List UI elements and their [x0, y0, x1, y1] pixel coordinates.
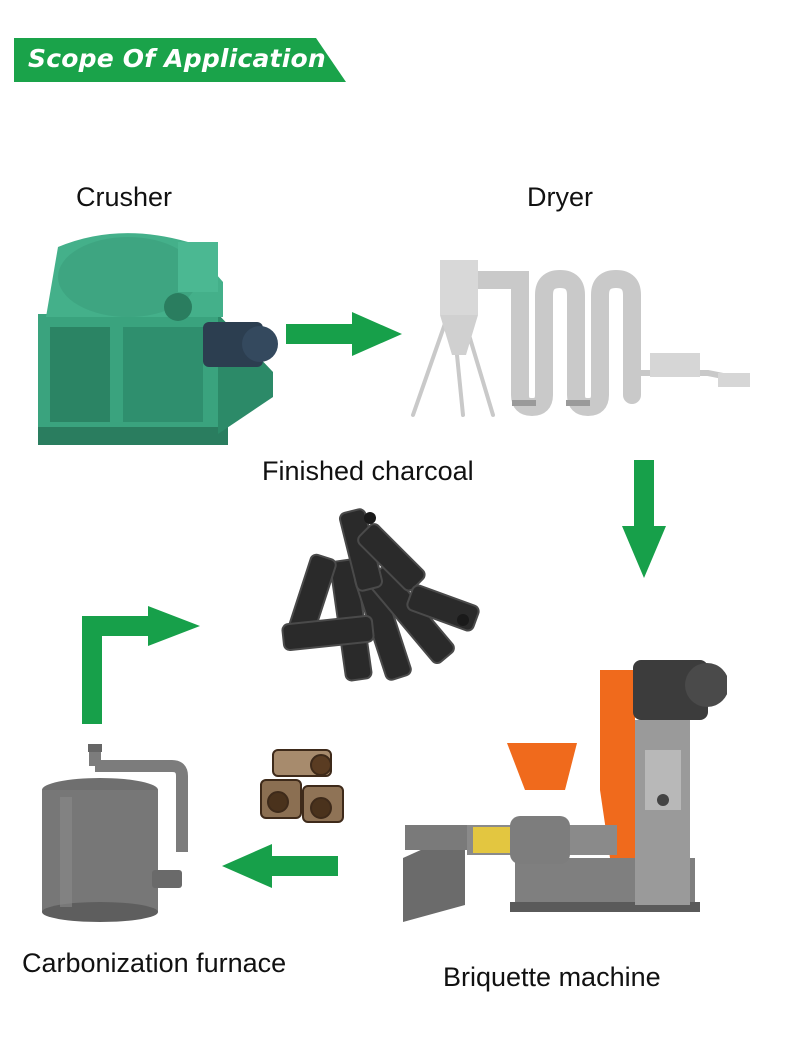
finished-charcoal-image: [281, 508, 480, 682]
label-finished-charcoal: Finished charcoal: [262, 456, 474, 486]
briquettes-image: [260, 749, 344, 823]
banner-shape: [14, 38, 346, 82]
arrow-left-icon: [222, 844, 338, 888]
carbonization-furnace-image: [42, 744, 188, 922]
crusher-machine-image: [38, 233, 278, 445]
label-crusher: Crusher: [76, 182, 173, 212]
arrow-up-right-icon: [82, 606, 200, 724]
label-carbonization-furnace: Carbonization furnace: [22, 948, 287, 978]
dryer-machine-image: [411, 260, 750, 417]
title-banner: Scope Of Application: [14, 38, 346, 82]
label-dryer: Dryer: [527, 182, 593, 212]
arrow-right-icon: [286, 312, 402, 356]
label-briquette-machine: Briquette machine: [443, 962, 661, 992]
arrow-down-icon: [622, 460, 666, 578]
page-title: Scope Of Application: [28, 44, 326, 73]
briquette-machine-image: [403, 660, 727, 922]
